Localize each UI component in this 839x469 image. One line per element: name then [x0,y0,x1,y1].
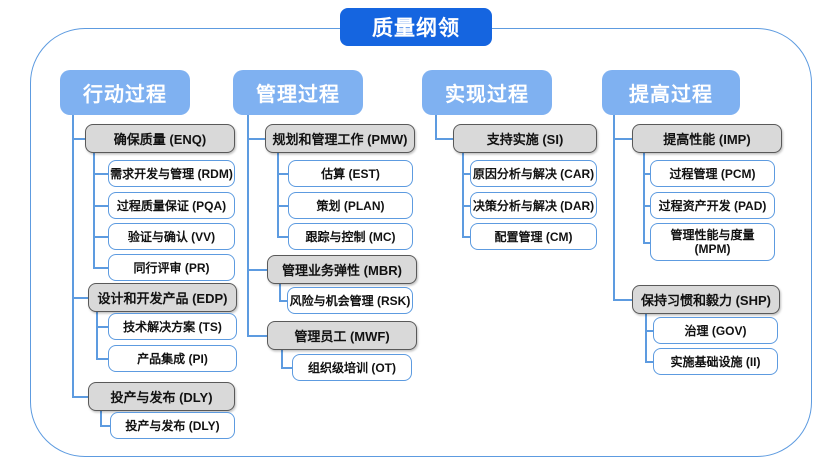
connector [72,297,88,299]
connector [281,350,283,368]
connector [247,115,249,336]
connector [462,205,470,207]
node-dly-sub: 投产与发布 (DLY) [110,412,235,439]
connector [100,411,102,426]
node-imp: 提高性能 (IMP) [632,124,782,153]
connector [613,138,632,140]
node-plan: 策划 (PLAN) [288,192,413,219]
node-pad: 过程资产开发 (PAD) [650,192,775,219]
connector [643,205,650,207]
connector [279,300,287,302]
node-mpm: 管理性能与度量 (MPM) [650,223,775,261]
connector [93,236,108,238]
connector [93,153,95,268]
node-ts: 技术解决方案 (TS) [108,313,237,340]
connector [72,115,74,397]
connector [277,153,279,237]
connector [93,205,108,207]
node-pi: 产品集成 (PI) [108,345,237,372]
connector [247,138,265,140]
connector [645,330,653,332]
connector [72,138,85,140]
connector [643,153,645,243]
connector [96,358,108,360]
node-mbr: 管理业务弹性 (MBR) [267,255,417,284]
node-cm: 配置管理 (CM) [470,223,597,250]
connector [96,312,98,359]
node-enq: 确保质量 (ENQ) [85,124,235,153]
connector [72,396,88,398]
node-rsk: 风险与机会管理 (RSK) [287,287,413,314]
connector [93,267,108,269]
connector [277,236,288,238]
diagram-title: 质量纲领 [340,8,492,46]
header-management-process: 管理过程 [233,70,363,115]
connector [462,153,464,237]
connector [462,173,470,175]
node-dly: 投产与发布 (DLY) [88,382,235,411]
header-action-process: 行动过程 [60,70,190,115]
node-ot: 组织级培训 (OT) [292,354,412,381]
node-dar: 决策分析与解决 (DAR) [470,192,597,219]
node-mwf: 管理员工 (MWF) [267,321,417,350]
node-si: 支持实施 (SI) [453,124,597,153]
connector [96,326,108,328]
node-gov: 治理 (GOV) [653,317,778,344]
connector [247,335,267,337]
node-car: 原因分析与解决 (CAR) [470,160,597,187]
header-realization-process: 实现过程 [422,70,552,115]
connector [279,284,281,301]
connector [613,299,632,301]
connector [462,236,470,238]
node-pcm: 过程管理 (PCM) [650,160,775,187]
connector [613,115,615,300]
connector [643,173,650,175]
node-vv: 验证与确认 (VV) [108,223,235,250]
connector [247,269,267,271]
connector [281,367,292,369]
connector [277,205,288,207]
node-pmw: 规划和管理工作 (PMW) [265,124,415,153]
node-mc: 跟踪与控制 (MC) [288,223,413,250]
connector [100,425,110,427]
node-rdm: 需求开发与管理 (RDM) [108,160,235,187]
connector [435,115,437,139]
node-ii: 实施基础设施 (II) [653,348,778,375]
node-edp: 设计和开发产品 (EDP) [88,283,237,312]
node-est: 估算 (EST) [288,160,413,187]
connector [643,242,650,244]
node-shp: 保持习惯和毅力 (SHP) [632,285,780,314]
connector [645,313,647,362]
connector [435,138,453,140]
connector [93,173,108,175]
header-improvement-process: 提高过程 [602,70,740,115]
connector [645,361,653,363]
node-pr: 同行评审 (PR) [108,254,235,281]
connector [277,173,288,175]
node-pqa: 过程质量保证 (PQA) [108,192,235,219]
